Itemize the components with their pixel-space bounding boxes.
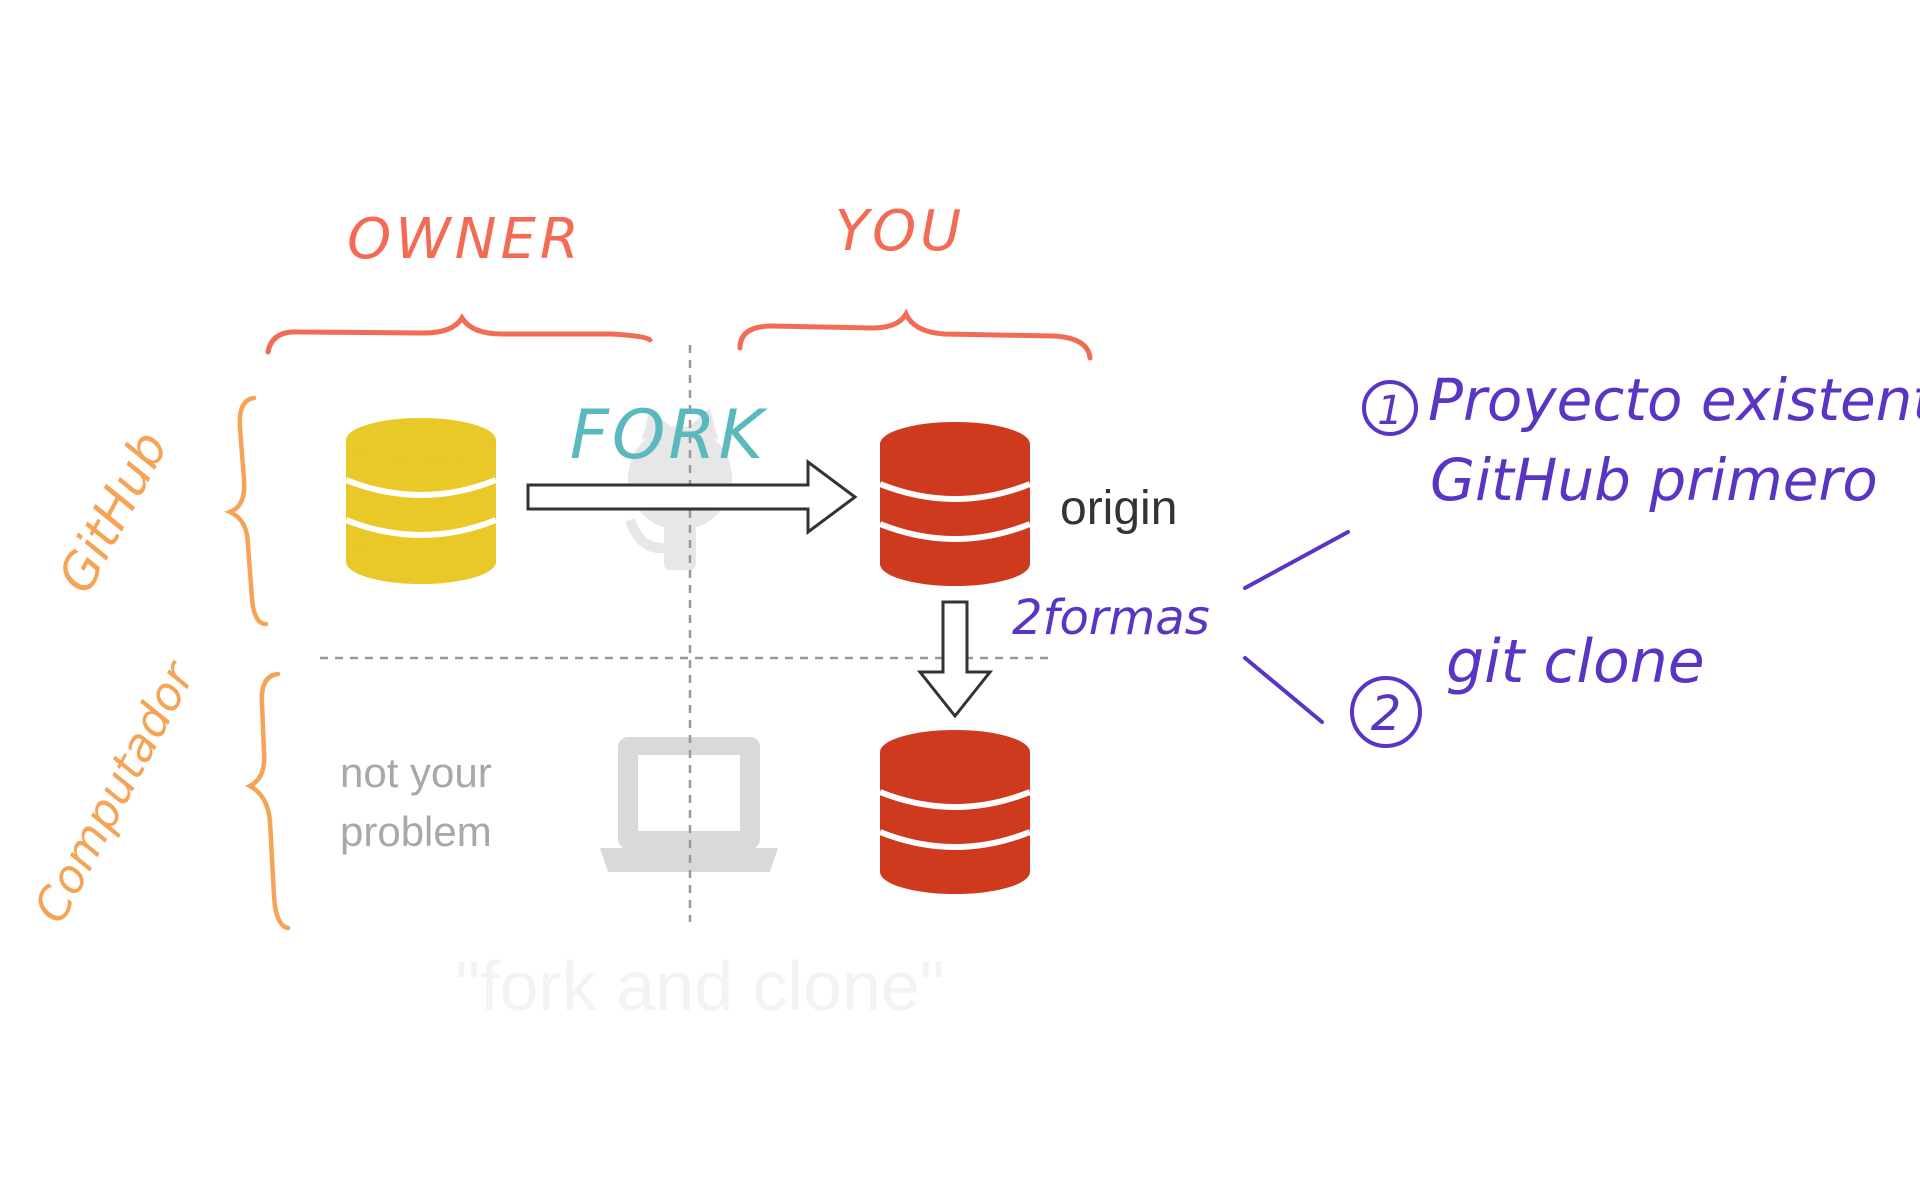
option2-number: 2 — [1371, 686, 1402, 742]
github-brace — [224, 395, 269, 627]
owner-header: OWNER — [347, 207, 583, 272]
computer-brace — [245, 671, 291, 931]
branch-line-2 — [1243, 656, 1324, 724]
option1-number-circle — [1362, 380, 1418, 436]
not-your-problem-line2: problem — [340, 808, 492, 855]
option2-text: git clone — [1446, 627, 1705, 697]
fork-arrow — [526, 459, 858, 535]
not-your-problem-line1: not your — [340, 749, 492, 796]
branch-line-1 — [1243, 530, 1350, 590]
owner-brace — [265, 313, 653, 355]
fork-label: FORK — [570, 396, 769, 475]
remote-repo-icon — [878, 422, 1032, 586]
local-repo-icon — [878, 730, 1032, 894]
you-brace — [737, 308, 1093, 361]
clone-arrow — [916, 600, 994, 719]
github-row-label: GitHub — [47, 422, 180, 602]
owner-repo-icon — [344, 418, 498, 584]
origin-label: origin — [1060, 482, 1177, 535]
option1-line2: GitHub primero — [1430, 446, 1878, 514]
two-ways-label: 2formas — [1012, 590, 1210, 646]
faint-caption: "fork and clone" — [455, 947, 944, 1025]
option1-line1: Proyecto existente, — [1428, 366, 1920, 434]
option2-number-circle — [1350, 676, 1422, 748]
you-header: YOU — [835, 199, 965, 264]
option1-number: 1 — [1377, 388, 1402, 434]
computer-row-label: Computador — [23, 651, 206, 932]
